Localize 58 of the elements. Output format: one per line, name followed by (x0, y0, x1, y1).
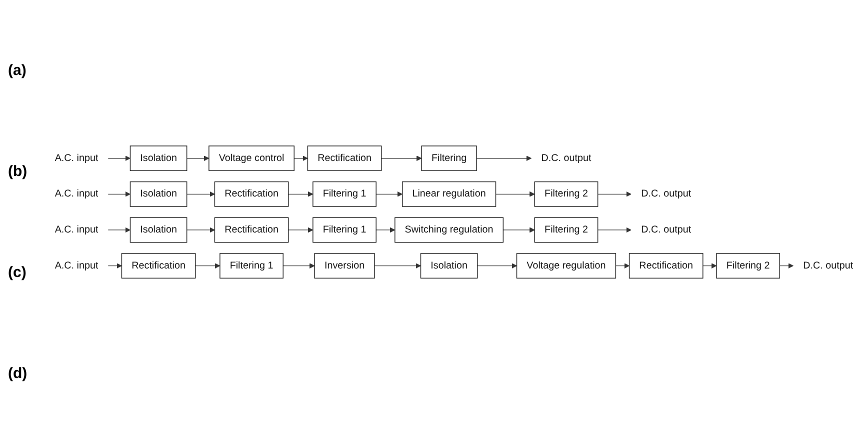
node-text: A.C. input (54, 188, 98, 200)
arrow (779, 263, 794, 268)
arrow (288, 191, 314, 197)
node-box: Filtering 1 (312, 217, 376, 243)
node-box: Isolation (130, 217, 188, 243)
node-box: Filtering 1 (312, 181, 376, 207)
node-box: Rectification (214, 181, 289, 207)
arrow (598, 191, 632, 197)
node-box: Filtering 2 (534, 181, 598, 207)
arrow (374, 263, 421, 268)
arrow (702, 263, 717, 268)
arrow (598, 227, 632, 233)
node-box: Switching regulation (394, 217, 504, 243)
arrow (186, 227, 215, 233)
node-text: A.C. input (54, 260, 98, 271)
node-box: Isolation (130, 146, 188, 171)
arrow (108, 227, 130, 233)
node-box: Linear regulation (402, 181, 496, 207)
node-text: D.C. output (641, 224, 692, 235)
node-text: A.C. input (54, 152, 98, 164)
arrow (108, 156, 130, 161)
node-box: Rectification (307, 146, 382, 171)
arrow (195, 263, 220, 268)
arrow (186, 191, 215, 197)
node-box: Rectification (628, 253, 704, 278)
arrow (376, 191, 403, 197)
node-text: A.C. input (54, 224, 98, 235)
node-text: D.C. output (541, 152, 592, 164)
node-box: Isolation (420, 253, 478, 278)
arrow (186, 156, 210, 161)
node-box: Rectification (214, 217, 289, 243)
panel-label: (a) (8, 62, 28, 79)
node-box: Rectification (121, 253, 196, 278)
arrow (282, 263, 315, 268)
node-text: D.C. output (803, 260, 854, 271)
arrow (495, 191, 535, 197)
panel-label: (b) (8, 163, 28, 180)
arrow (381, 156, 422, 161)
arrow (615, 263, 630, 268)
node-box: Filtering (421, 146, 477, 171)
arrow (502, 227, 535, 233)
node-box: Isolation (130, 181, 188, 207)
arrow (108, 191, 130, 197)
arrow (294, 156, 308, 161)
node-box: Filtering 2 (716, 253, 780, 278)
arrow (376, 227, 396, 233)
arrow (476, 156, 532, 161)
node-box: Inversion (314, 253, 375, 278)
node-box: Filtering 1 (220, 253, 284, 278)
panel-label: (d) (8, 365, 28, 382)
node-box: Voltage control (208, 146, 294, 171)
panel-label: (c) (8, 264, 28, 281)
arrow (108, 263, 122, 268)
node-box: Voltage regulation (516, 253, 616, 278)
node-box: Filtering 2 (534, 217, 598, 243)
arrow (288, 227, 314, 233)
node-text: D.C. output (641, 188, 692, 200)
arrow (477, 263, 518, 268)
